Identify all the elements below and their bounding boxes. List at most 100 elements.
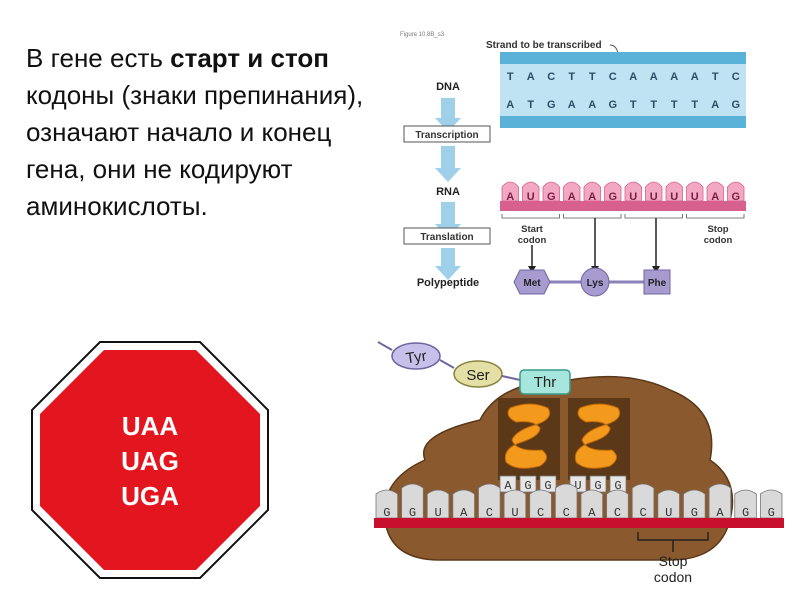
mrna-base: G <box>768 506 775 520</box>
codon-bracket <box>624 214 683 219</box>
flow-arrow-1 <box>435 98 461 132</box>
mrna-base-shape <box>708 483 732 519</box>
dna-body <box>500 64 746 120</box>
rna-base-shape <box>542 181 560 202</box>
mrna-base: C <box>486 506 493 520</box>
mrna-base-shape <box>503 489 527 519</box>
dna-top-base: C <box>547 71 555 83</box>
rna-base-shape <box>583 181 601 202</box>
mrna-base: A <box>588 506 596 520</box>
mrna-base-shape <box>554 483 578 519</box>
dna-bottom-base: T <box>630 99 637 111</box>
dna-top-base: T <box>712 71 719 83</box>
dna-bottom-base: A <box>506 99 514 111</box>
dna-top-base: A <box>650 71 658 83</box>
dna-top-base: A <box>527 71 535 83</box>
slide-text: В гене есть старт и стоп кодоны (знаки п… <box>26 40 386 225</box>
rna-base: G <box>731 191 740 203</box>
mrna-base-shape <box>631 483 655 519</box>
dna-bottom-base: A <box>588 99 596 111</box>
codon-bracket <box>686 214 745 219</box>
amino-acid-ser <box>453 360 503 388</box>
mrna-base: U <box>665 506 672 520</box>
dna-top-base: A <box>629 71 637 83</box>
amino-acid-met <box>513 269 551 295</box>
rna-base: U <box>670 191 678 203</box>
mrna-strand <box>374 518 784 528</box>
dna-bottom-base: T <box>650 99 657 111</box>
dna-label: DNA <box>436 81 460 93</box>
codon-bracket <box>563 214 622 219</box>
dna-bottom-base: A <box>568 99 576 111</box>
mrna-base: G <box>742 506 749 520</box>
mrna-base: G <box>691 506 698 520</box>
anticodon-base: G <box>594 479 601 493</box>
dna-bottom-base: G <box>608 99 617 111</box>
dna-top-strand <box>500 52 746 64</box>
codon-bracket <box>501 214 560 219</box>
mrna-base: U <box>511 506 518 520</box>
strand-bracket <box>609 44 619 54</box>
mrna-base-shape <box>375 489 399 519</box>
rna-base: A <box>568 191 576 203</box>
dna-bottom-base: A <box>711 99 719 111</box>
anticodon-base: G <box>614 479 621 493</box>
rna-strand <box>500 201 746 211</box>
amino-acid-phe <box>643 269 671 295</box>
stop-codon-uag: UAG <box>121 446 179 476</box>
amino-acid-thr <box>519 369 571 395</box>
anticodon-base: U <box>574 479 581 493</box>
mrna-base-shape <box>683 489 706 519</box>
text-bold: старт и стоп <box>170 43 329 73</box>
anticodon-base: G <box>544 479 551 493</box>
rna-base: A <box>588 191 596 203</box>
mrna-base: U <box>434 506 441 520</box>
translation-label: Translation <box>420 232 473 243</box>
strand-label: Strand to be transcribed <box>486 40 602 51</box>
amino-acid-tyr <box>391 342 441 370</box>
amino-acid-lys <box>580 267 610 297</box>
anticodon-base: A <box>504 479 512 493</box>
dna-bottom-base: T <box>691 99 698 111</box>
anticodon-box <box>519 475 537 493</box>
dna-top-base: A <box>670 71 678 83</box>
chain-label: Thr <box>534 374 557 391</box>
mrna-base: A <box>460 506 468 520</box>
rna-label: RNA <box>436 186 460 198</box>
dna-top-base: T <box>568 71 575 83</box>
rna-base-shape <box>624 181 642 202</box>
dna-bottom-base: T <box>671 99 678 111</box>
stop-codon-uaa: UAA <box>122 411 179 441</box>
mrna-base: G <box>383 506 390 520</box>
gene-expression-figure: Figure 10.8B_s3 DNA Transcription RNA Tr… <box>400 32 746 297</box>
mrna-base: C <box>639 506 646 520</box>
flow-arrow-2 <box>435 146 461 182</box>
dna-bottom-base: T <box>527 99 534 111</box>
rna-base: G <box>547 191 556 203</box>
stop-sign-octagon <box>40 350 260 570</box>
chain-label: Ser <box>466 367 489 384</box>
text-prefix: В гене есть <box>26 43 171 73</box>
mrna-base-shape <box>529 489 552 519</box>
rna-base-shape <box>665 181 683 202</box>
rna-base: U <box>527 191 535 203</box>
rna-base-shape <box>563 181 581 202</box>
amino-acid-label: Lys <box>587 278 604 289</box>
dna-top-base: C <box>732 71 740 83</box>
rna-base: A <box>506 191 514 203</box>
flow-arrow-4 <box>435 248 461 280</box>
translation-box <box>403 227 491 245</box>
mrna-base-shape <box>657 489 680 519</box>
stop-sign: UAA UAG UGA <box>31 341 269 579</box>
rna-base-shape <box>645 181 663 202</box>
rna-base-shape <box>706 181 724 202</box>
rna-base-shape <box>727 181 745 202</box>
transcription-box <box>403 125 491 143</box>
amino-acid-label: Phe <box>648 278 667 289</box>
mrna-base: G <box>409 506 416 520</box>
rna-base: G <box>608 191 617 203</box>
transcription-label: Transcription <box>415 130 478 141</box>
rna-base: U <box>691 191 699 203</box>
anticodon-base: G <box>524 479 531 493</box>
